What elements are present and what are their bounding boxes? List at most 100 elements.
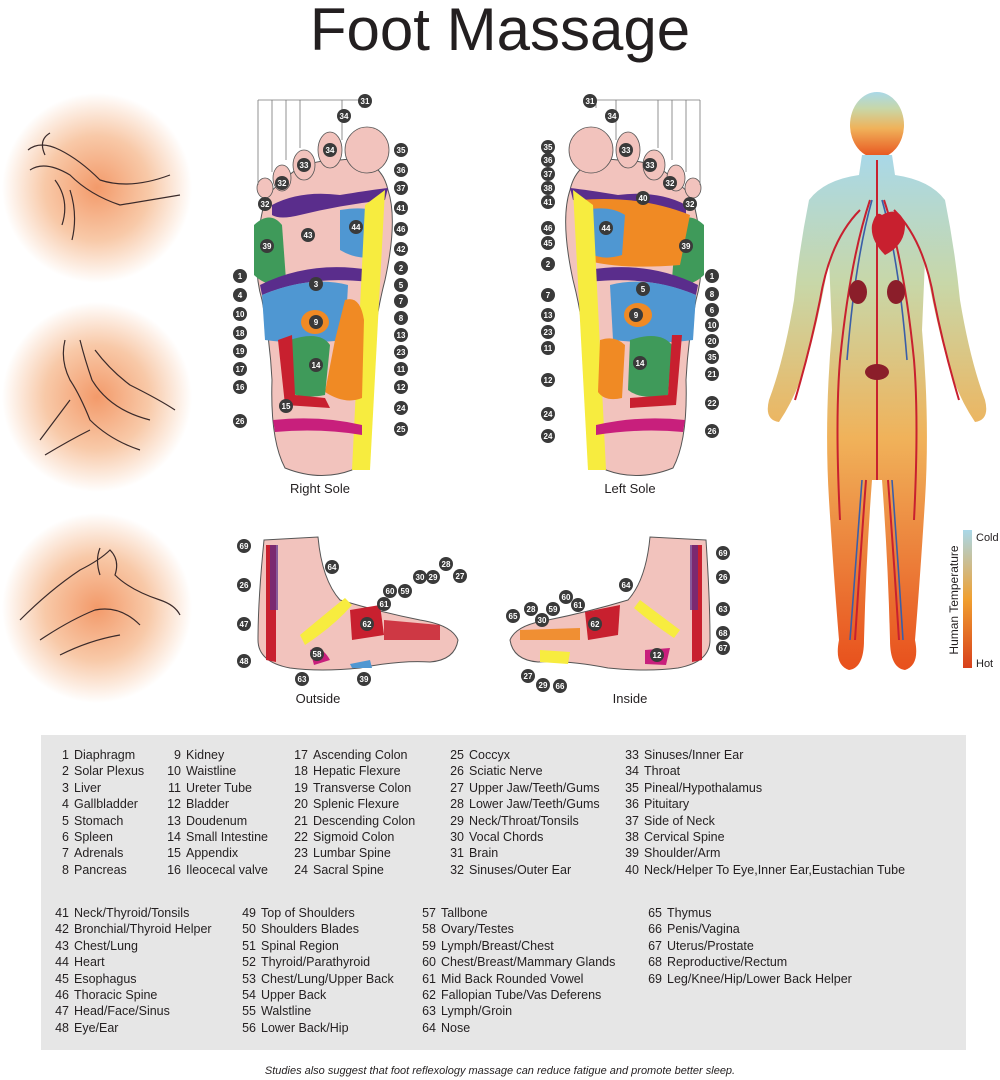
callout-12: 12 xyxy=(394,380,408,394)
callout-circle xyxy=(716,626,730,640)
legend-item-label: Neck/Helper To Eye,Inner Ear,Eustachian … xyxy=(644,862,906,877)
legend-item-number: 21 xyxy=(294,813,308,828)
callout-circle xyxy=(394,278,408,292)
callout-7: 7 xyxy=(541,288,555,302)
callout-number: 68 xyxy=(719,629,728,638)
legend-item-number: 52 xyxy=(242,955,256,970)
callout-10: 10 xyxy=(705,318,719,332)
callout-circle xyxy=(394,222,408,236)
callout-43: 43 xyxy=(301,228,315,242)
callout-number: 34 xyxy=(326,146,335,155)
callout-9: 9 xyxy=(629,308,643,322)
callout-circle xyxy=(705,350,719,364)
temperature-scale-title: Human Temperature xyxy=(947,545,961,654)
callout-59: 59 xyxy=(546,602,560,616)
callout-13: 13 xyxy=(541,308,555,322)
callout-number: 9 xyxy=(314,318,319,327)
legend-item-label: Top of Shoulders xyxy=(261,906,355,920)
callout-number: 35 xyxy=(544,143,553,152)
legend-item-number: 5 xyxy=(62,813,69,828)
legend-item-number: 50 xyxy=(242,922,256,937)
legend-item-label: Sciatic Nerve xyxy=(469,764,543,779)
callout-number: 27 xyxy=(456,572,465,581)
callout-number: 47 xyxy=(240,620,249,629)
legend-item-number: 57 xyxy=(422,906,436,920)
callout-number: 19 xyxy=(236,347,245,356)
callout-64: 64 xyxy=(619,578,633,592)
legend-item-number: 19 xyxy=(294,780,308,795)
callout-number: 59 xyxy=(549,605,558,614)
legend-item-number: 38 xyxy=(625,830,639,844)
legend-item-number: 41 xyxy=(55,906,69,920)
legend-item-number: 11 xyxy=(168,780,181,795)
legend-item-label: Gallbladder xyxy=(74,797,138,812)
legend-item-label: Lumbar Spine xyxy=(313,846,391,861)
callout-4: 4 xyxy=(233,288,247,302)
callout-29: 29 xyxy=(426,570,440,584)
callout-33: 33 xyxy=(643,158,657,172)
callout-circle xyxy=(599,221,613,235)
legend-item-number: 43 xyxy=(55,938,69,953)
callout-28: 28 xyxy=(524,602,538,616)
callout-number: 1 xyxy=(710,272,715,281)
callout-circle xyxy=(453,569,467,583)
callout-circle xyxy=(546,602,560,616)
legend-item-number: 58 xyxy=(422,922,436,937)
callout-number: 7 xyxy=(546,291,551,300)
legend-item-number: 39 xyxy=(625,846,639,861)
callout-number: 28 xyxy=(442,560,451,569)
callout-circle xyxy=(559,590,573,604)
callout-number: 38 xyxy=(544,184,553,193)
callout-37: 37 xyxy=(394,181,408,195)
callout-18: 18 xyxy=(233,326,247,340)
callout-circle xyxy=(394,143,408,157)
callout-42: 42 xyxy=(394,242,408,256)
callout-circle xyxy=(301,228,315,242)
callout-number: 48 xyxy=(240,657,249,666)
legend-item-number: 9 xyxy=(174,748,181,762)
callout-26: 26 xyxy=(233,414,247,428)
legend-item-label: Penis/Vagina xyxy=(667,922,740,937)
callout-circle xyxy=(394,201,408,215)
legend-item-label: Cervical Spine xyxy=(644,830,725,844)
callout-circle xyxy=(716,602,730,616)
page-title: Foot Massage xyxy=(309,0,691,63)
human-body-figure xyxy=(767,92,987,670)
callout-number: 26 xyxy=(240,581,249,590)
legend-item-number: 53 xyxy=(242,971,256,986)
legend-item-label: Pineal/Hypothalamus xyxy=(644,780,763,795)
callout-circle xyxy=(394,345,408,359)
callout-circle xyxy=(524,602,538,616)
legend-item-number: 1 xyxy=(62,748,69,762)
callout-63: 63 xyxy=(295,672,309,686)
callout-circle xyxy=(541,181,555,195)
callout-circle xyxy=(426,570,440,584)
callout-circle xyxy=(541,236,555,250)
legend-item-label: Doudenum xyxy=(186,813,248,828)
callout-60: 60 xyxy=(383,584,397,598)
inside-label: Inside xyxy=(613,691,648,706)
callout-circle xyxy=(394,163,408,177)
callout-number: 62 xyxy=(591,620,600,629)
callout-24: 24 xyxy=(541,429,555,443)
legend-item-number: 47 xyxy=(55,1004,69,1019)
callout-number: 58 xyxy=(313,650,322,659)
callout-circle xyxy=(541,308,555,322)
callout-69: 69 xyxy=(716,546,730,560)
legend-item-number: 22 xyxy=(294,830,308,844)
callout-number: 5 xyxy=(641,285,646,294)
callout-number: 32 xyxy=(666,179,675,188)
footnote: Studies also suggest that foot reflexolo… xyxy=(264,1065,736,1077)
temperature-scale: Human Temperature Cold Hot xyxy=(947,530,999,670)
legend-item-number: 48 xyxy=(55,1020,69,1035)
callout-30: 30 xyxy=(413,570,427,584)
callout-circle xyxy=(705,318,719,332)
callout-number: 41 xyxy=(397,204,406,213)
